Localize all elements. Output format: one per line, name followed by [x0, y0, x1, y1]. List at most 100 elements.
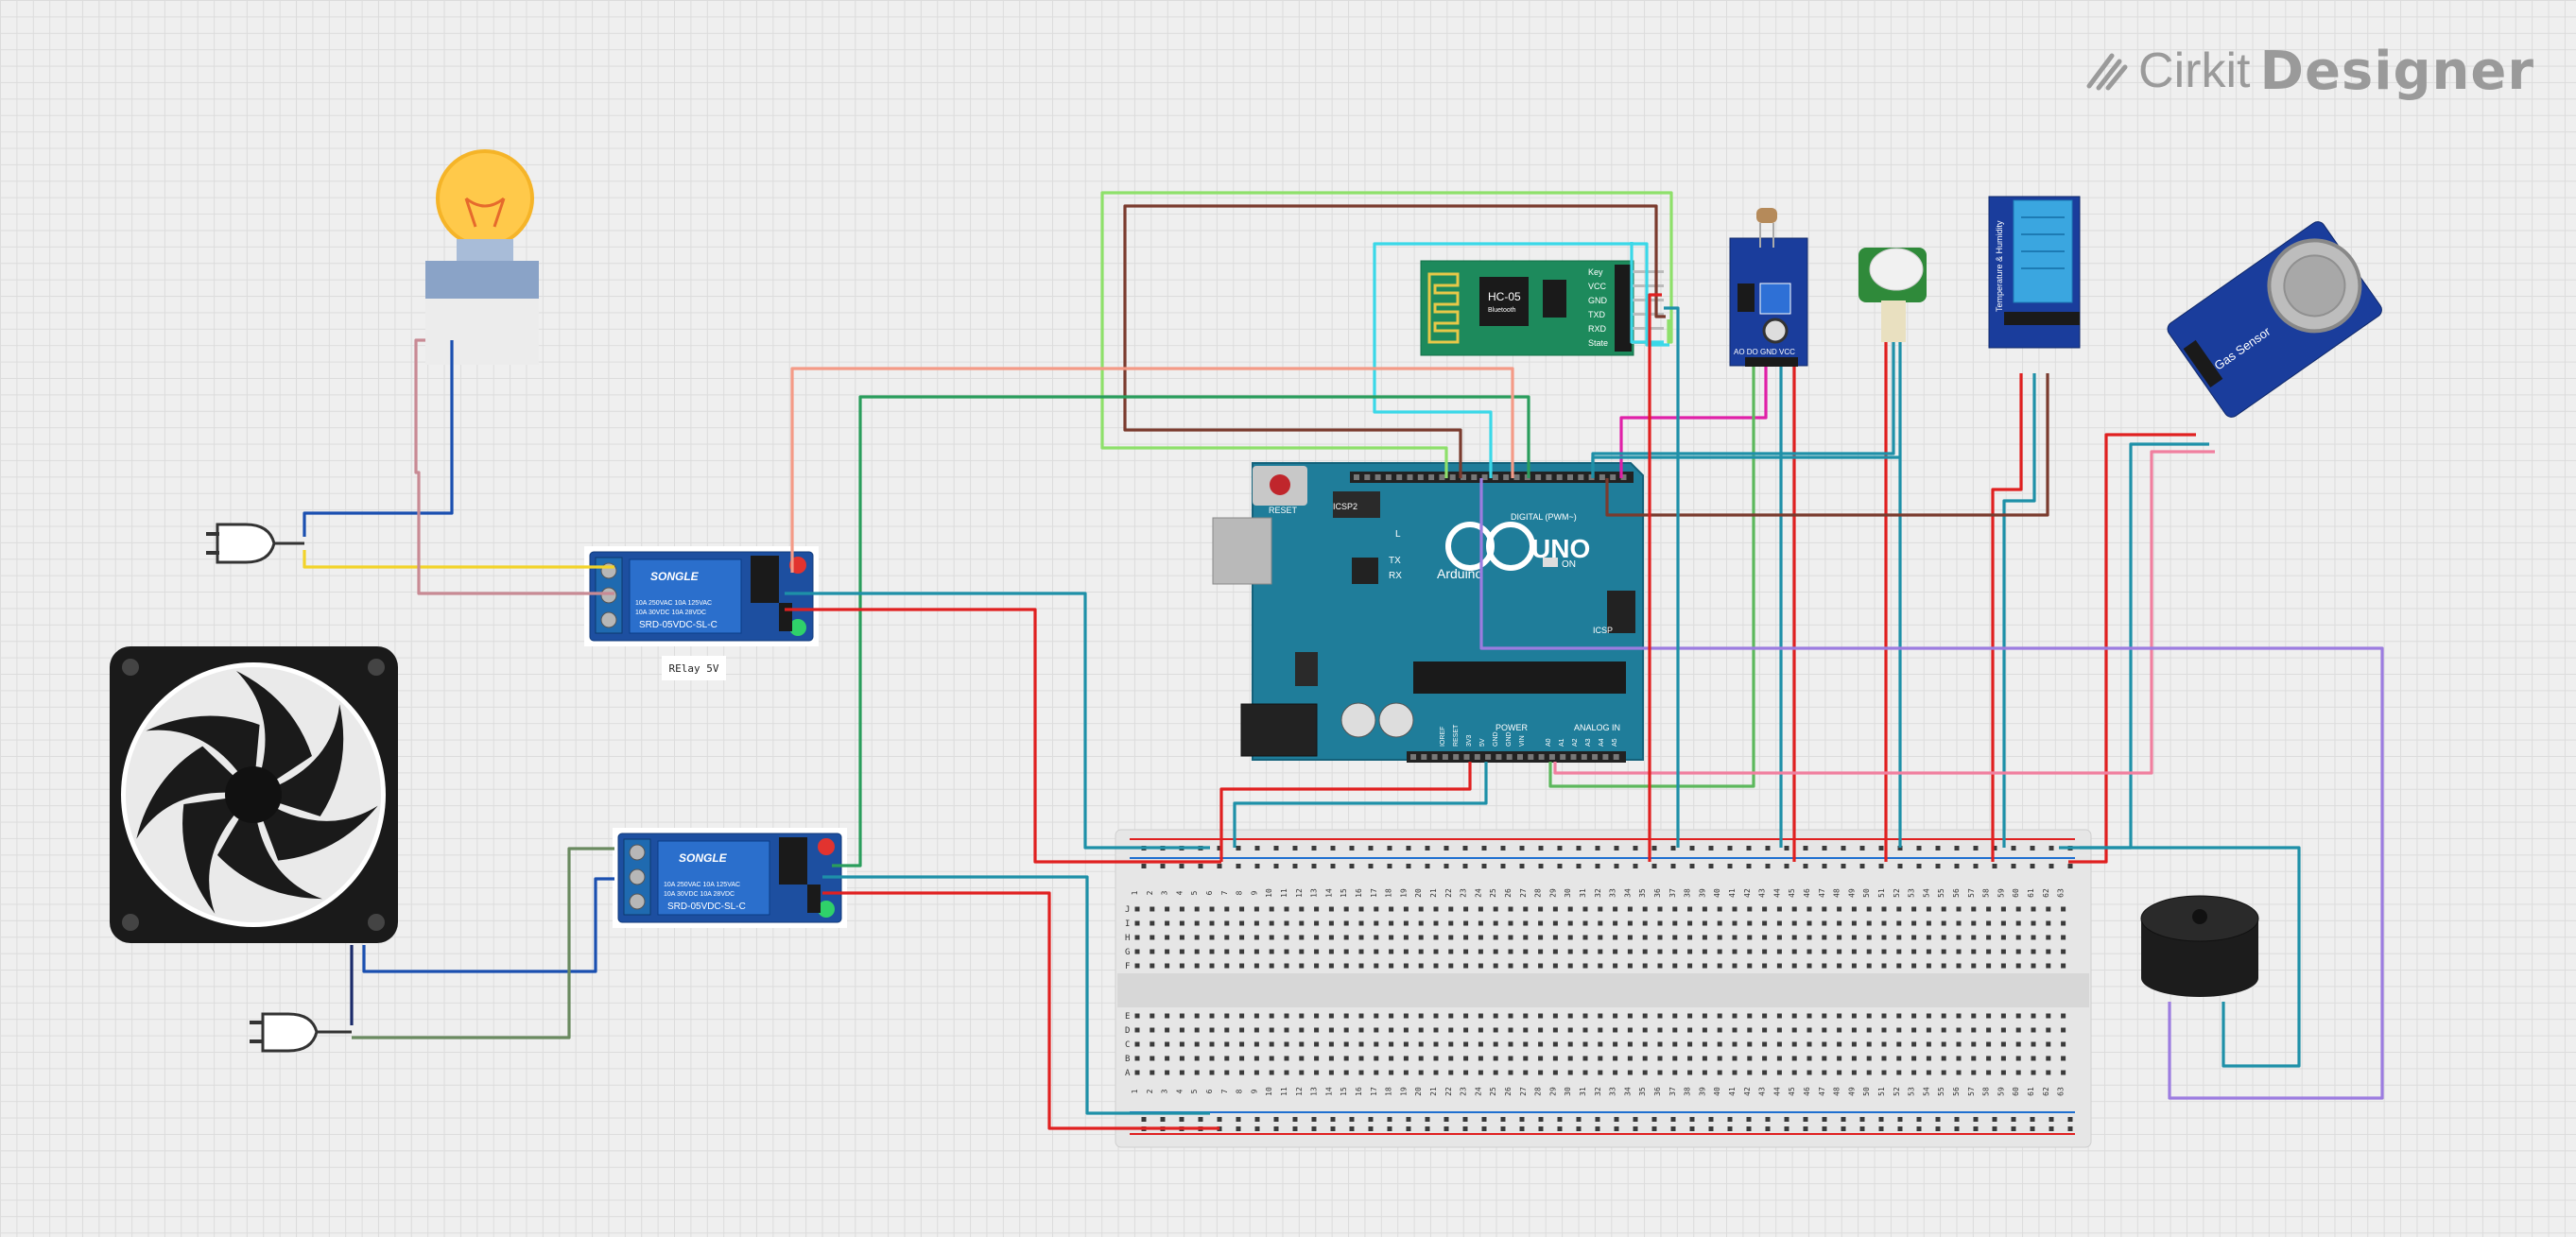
dht-sensor-module[interactable]: Temperature & Humidity — [1988, 196, 2081, 349]
column-number: 29 — [1548, 1087, 1557, 1096]
column-number: 38 — [1684, 888, 1692, 898]
wires[interactable] — [303, 191, 2384, 1130]
column-number: 19 — [1399, 888, 1408, 898]
column-number: 39 — [1698, 1087, 1706, 1096]
column-number: 36 — [1653, 1087, 1662, 1096]
column-number: 37 — [1668, 1087, 1677, 1096]
wire-magenta[interactable] — [1619, 367, 1768, 478]
hc05-pin-label: GND — [1588, 296, 1608, 305]
row-letter: H — [1125, 934, 1130, 943]
column-number: 13 — [1310, 888, 1319, 898]
wire-teal-buzzer[interactable] — [2080, 846, 2301, 1068]
column-number: 9 — [1250, 1089, 1258, 1093]
digital-label: DIGITAL (PWM~) — [1511, 512, 1577, 522]
column-number: 33 — [1609, 1087, 1617, 1096]
row-letter: C — [1125, 1040, 1130, 1050]
light-bulb[interactable] — [425, 149, 539, 365]
wire-teal-relay2[interactable] — [822, 875, 1210, 1115]
wire-green[interactable] — [832, 395, 1530, 868]
analog-pin-label: A4 — [1599, 738, 1605, 747]
row-letter: A — [1125, 1069, 1131, 1078]
wire-blue-fan[interactable] — [362, 877, 614, 973]
wire-olive-fan[interactable] — [352, 847, 614, 1039]
column-number: 30 — [1564, 1087, 1572, 1096]
column-number: 58 — [1982, 1087, 1991, 1096]
pir-sensor[interactable] — [1859, 248, 1927, 342]
relay-rating-1: 10A 250VAC 10A 125VAC — [635, 600, 712, 607]
wire-purple[interactable] — [1479, 478, 2384, 1100]
wire-cyan-2[interactable] — [1630, 242, 1664, 344]
hc05-pin-label: TXD — [1588, 310, 1606, 319]
wire-pink-bulb[interactable] — [414, 338, 614, 595]
wire-cyan[interactable] — [1373, 242, 1669, 478]
dht-label: Temperature & Humidity — [1995, 220, 2004, 312]
column-number: 47 — [1818, 888, 1826, 898]
column-number: 20 — [1414, 1087, 1423, 1096]
wire-yellow-bulb[interactable] — [303, 550, 614, 569]
column-number: 15 — [1340, 888, 1348, 898]
wire-red-dht[interactable] — [1991, 373, 2023, 862]
breadboard-holes[interactable] — [1134, 906, 2066, 1075]
column-number: 14 — [1324, 1087, 1333, 1096]
cooling-fan[interactable] — [110, 646, 398, 943]
wire-teal-bt[interactable] — [1664, 306, 1680, 848]
wire-salmon[interactable] — [790, 367, 1514, 573]
capacitor — [1340, 702, 1376, 738]
wire-teal-dht[interactable] — [2002, 373, 2036, 848]
gas-sensor-module[interactable]: Gas Sensor — [2165, 217, 2387, 421]
wire-lime[interactable] — [1100, 191, 1673, 478]
power-plug-top[interactable] — [206, 523, 304, 564]
power-plug-bottom[interactable] — [250, 1012, 352, 1053]
row-letter: B — [1125, 1055, 1130, 1064]
brand-light-text: Cirkit — [2138, 43, 2251, 98]
column-number: 18 — [1385, 1087, 1393, 1096]
wire-teal-dht-sig[interactable] — [1591, 455, 1900, 478]
breadboard[interactable]: 1122334455667788991010111112121313141415… — [1115, 829, 2092, 1148]
column-number: 17 — [1370, 1087, 1378, 1096]
column-number: 41 — [1728, 888, 1737, 898]
arduino-brand: Arduino — [1437, 566, 1482, 581]
wire-blue-bulb[interactable] — [303, 340, 454, 537]
relay-label: RElay 5V — [662, 656, 726, 680]
analog-pin-label: A1 — [1559, 738, 1565, 747]
wire-red-5v[interactable] — [1219, 762, 1472, 862]
icsp-header — [1607, 591, 1635, 633]
column-number: 1 — [1131, 890, 1139, 895]
column-number: 59 — [1997, 888, 2005, 898]
wire-teal-relay1[interactable] — [785, 592, 1210, 850]
wire-brown-dht[interactable] — [1605, 373, 2049, 517]
wire-red-relay1[interactable] — [785, 608, 1221, 864]
column-number: 59 — [1997, 1087, 2005, 1096]
chip-small — [1352, 558, 1378, 584]
piezo-buzzer[interactable] — [2140, 895, 2259, 997]
led-rx-label: RX — [1389, 571, 1402, 581]
column-number: 33 — [1609, 888, 1617, 898]
column-number: 11 — [1280, 1087, 1288, 1096]
wire-pink-gas[interactable] — [1553, 450, 2215, 775]
column-number: 16 — [1355, 1087, 1363, 1096]
wire-brown[interactable] — [1123, 204, 1666, 478]
column-number: 18 — [1385, 888, 1393, 898]
relay-brand: SONGLE — [650, 570, 700, 583]
wire-teal-gas[interactable] — [2059, 442, 2209, 850]
arduino-uno[interactable]: RESET ICSP2 DIGITAL (PWM~) UNO Arduino L… — [1212, 462, 1644, 763]
ldr-sensor-module[interactable]: AO DO GND VCC — [1729, 208, 1808, 367]
reset-label: RESET — [1269, 506, 1298, 515]
relay-brand: SONGLE — [679, 851, 728, 865]
column-number: 22 — [1444, 1087, 1453, 1096]
power-pin-label: IOREF — [1440, 727, 1446, 747]
column-number: 46 — [1803, 1087, 1811, 1096]
wire-green-ldr[interactable] — [1548, 367, 1755, 788]
column-number: 57 — [1967, 888, 1976, 898]
wire-red-relay2[interactable] — [822, 891, 1219, 1130]
wire-red-bt[interactable] — [1648, 293, 1662, 862]
column-number: 43 — [1758, 888, 1767, 898]
column-number: 21 — [1429, 1087, 1438, 1096]
column-number: 48 — [1833, 1087, 1841, 1096]
wire-teal-gnd[interactable] — [1233, 762, 1488, 848]
